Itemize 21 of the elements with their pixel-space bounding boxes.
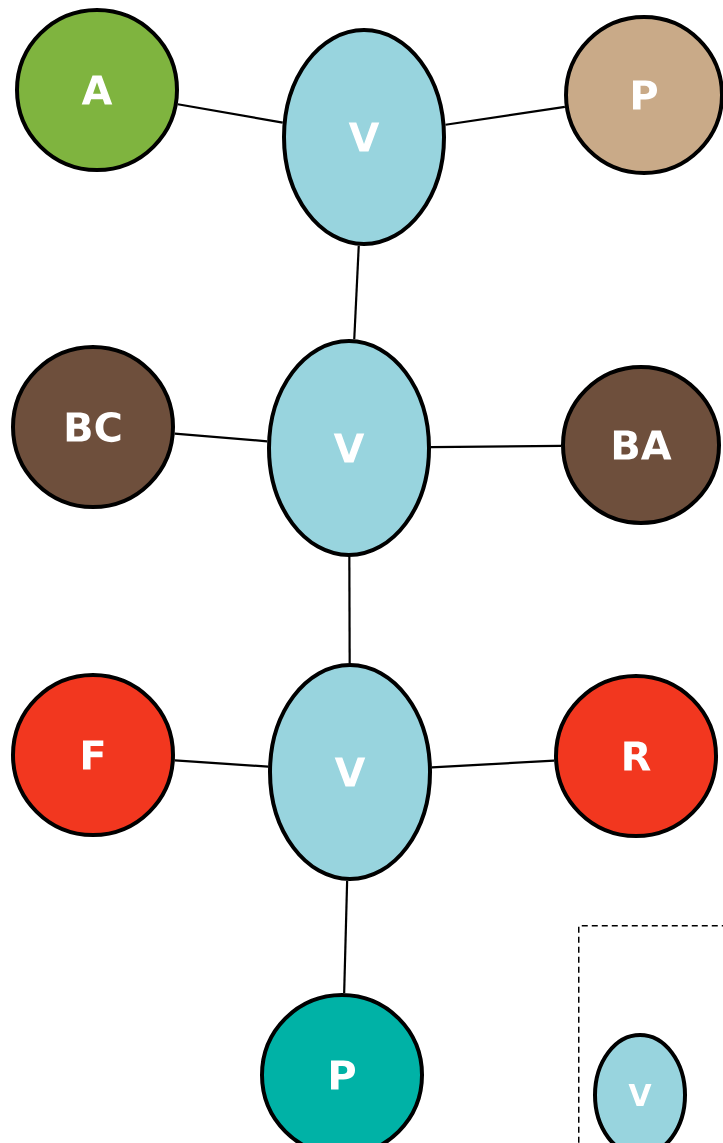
circle-node: BC: [11, 345, 175, 509]
circle-node: P: [564, 15, 723, 175]
connector-line: [353, 245, 360, 340]
circle-node: R: [554, 674, 718, 838]
connector-line: [348, 557, 351, 663]
connector-line: [177, 103, 283, 124]
circle-node: A: [15, 8, 179, 172]
ellipse-node: V: [282, 28, 446, 246]
connector-line: [431, 444, 562, 449]
ellipse-node: V: [268, 663, 432, 881]
circle-node: F: [11, 673, 175, 837]
connector-line: [174, 759, 269, 768]
circle-node: BA: [561, 365, 721, 525]
connector-line: [174, 432, 268, 443]
connector-line: [445, 105, 566, 126]
connector-line: [431, 759, 555, 769]
connector-line: [343, 880, 349, 994]
circle-node: P: [260, 993, 424, 1143]
ellipse-node: V: [267, 339, 431, 557]
dashed-frame: [578, 925, 723, 1143]
ellipse-node: V: [593, 1033, 687, 1143]
